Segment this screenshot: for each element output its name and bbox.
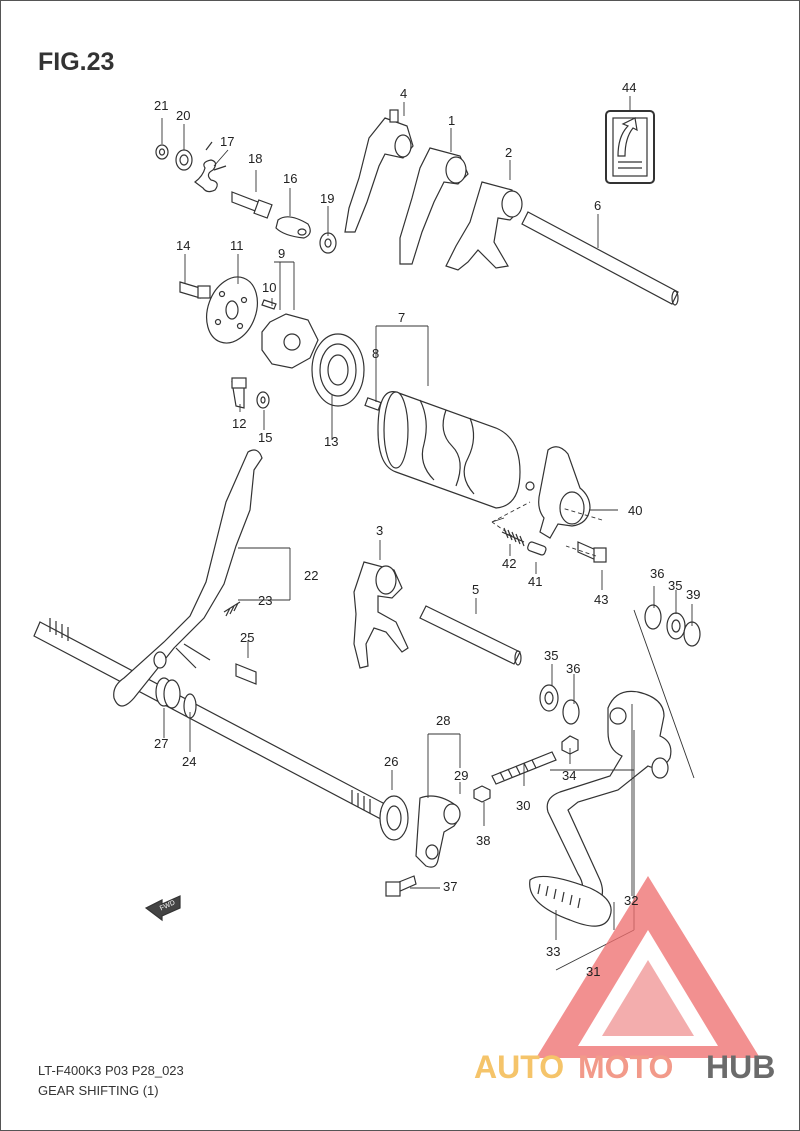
- shift-arm-22: [113, 449, 263, 707]
- label-13: 13: [324, 434, 338, 449]
- watermark-hub: HUB: [706, 1049, 775, 1085]
- label-7: 7: [398, 310, 405, 325]
- label-11: 11: [230, 238, 244, 253]
- label-4: 4: [400, 86, 407, 101]
- label-26: 26: [384, 754, 398, 769]
- washer-35: [539, 684, 559, 712]
- label-37: 37: [443, 879, 457, 894]
- label-5: 5: [472, 582, 479, 597]
- pin-8: [364, 397, 382, 411]
- label-35: 35: [544, 648, 558, 663]
- watermark-logo: [536, 876, 760, 1058]
- label-22: 22: [304, 568, 318, 583]
- fwd-arrow: [144, 895, 181, 922]
- label-33: 33: [546, 944, 560, 959]
- part-labels: 1 2 3 4 5 6 7 8 9 10 11 12 13 14 15 16 1…: [154, 80, 700, 979]
- label-36b: 36: [650, 566, 664, 581]
- shaft-5: [419, 605, 521, 665]
- label-39: 39: [686, 587, 700, 602]
- bracket-40: [538, 446, 591, 539]
- label-18: 18: [248, 151, 262, 166]
- label-15: 15: [258, 430, 272, 445]
- label-20: 20: [176, 108, 190, 123]
- label-42: 42: [502, 556, 516, 571]
- label-21: 21: [154, 98, 168, 113]
- ring-36-right: [644, 604, 662, 630]
- figure-name: GEAR SHIFTING (1): [38, 1083, 159, 1098]
- ring-36: [562, 699, 580, 725]
- figure-code: LT-F400K3 P03 P28_023: [38, 1063, 184, 1078]
- label-40: 40: [628, 503, 642, 518]
- label-14: 14: [176, 238, 190, 253]
- watermark-text: AUTO MOTO HUB: [474, 1049, 775, 1085]
- spring-23: [223, 601, 241, 617]
- watermark-moto: MOTO: [578, 1049, 673, 1085]
- nut-34: [561, 735, 579, 755]
- label-3: 3: [376, 523, 383, 538]
- washer-20: [175, 149, 193, 171]
- pin-25: [235, 663, 257, 685]
- washer-35-right: [666, 612, 686, 640]
- spring-17: [194, 159, 218, 193]
- label-25: 25: [240, 630, 254, 645]
- label-27: 27: [154, 736, 168, 751]
- label-32: 32: [624, 893, 638, 908]
- label-19: 19: [320, 191, 334, 206]
- bolt-14: [179, 281, 201, 299]
- bolt-18: [231, 191, 259, 213]
- spring-42: [501, 527, 525, 547]
- label-30: 30: [516, 798, 530, 813]
- label-35b: 35: [668, 578, 682, 593]
- shift-cam-7: [377, 391, 521, 509]
- label-41: 41: [528, 574, 542, 589]
- label-9: 9: [278, 246, 285, 261]
- label-8: 8: [372, 346, 379, 361]
- label-6: 6: [594, 198, 601, 213]
- figure-title: FIG.23: [38, 48, 115, 76]
- label-16: 16: [283, 171, 297, 186]
- nut-38: [473, 785, 491, 803]
- pin-41: [527, 541, 547, 556]
- washer-21: [155, 144, 169, 160]
- label-1: 1: [448, 113, 455, 128]
- label-36: 36: [566, 661, 580, 676]
- label-24: 24: [182, 754, 196, 769]
- label-31: 31: [586, 964, 600, 979]
- label-44: 44: [622, 80, 636, 95]
- label-12: 12: [232, 416, 246, 431]
- label-34: 34: [562, 768, 576, 783]
- label-28: 28: [436, 713, 450, 728]
- label-29: 29: [454, 768, 468, 783]
- label-43: 43: [594, 592, 608, 607]
- pin-10: [261, 299, 277, 310]
- washer-15: [256, 391, 270, 409]
- label-23: 23: [258, 593, 272, 608]
- link-16: [275, 216, 311, 239]
- label-38: 38: [476, 833, 490, 848]
- gearshift-lever-31: [546, 690, 672, 917]
- shaft-6: [521, 211, 679, 305]
- gearshift-shaft: [33, 621, 401, 827]
- label-10: 10: [262, 280, 276, 295]
- label-17: 17: [220, 134, 234, 149]
- label-2: 2: [505, 145, 512, 160]
- watermark-auto: AUTO: [474, 1049, 564, 1085]
